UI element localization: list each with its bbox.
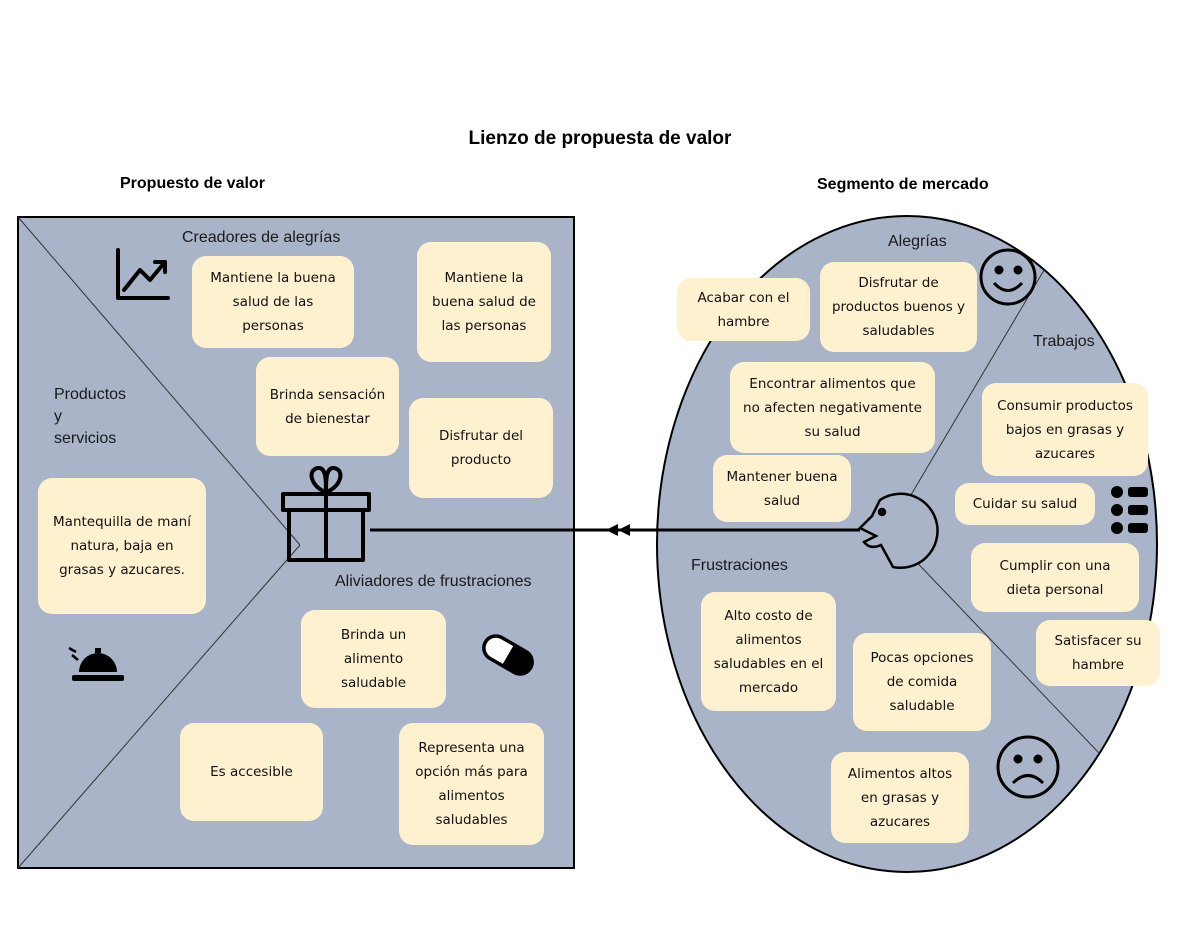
oval-divider-top: [904, 259, 1051, 506]
sticky-note: Satisfacer su hambre: [1036, 620, 1160, 686]
products-services-label: Productos y servicios: [54, 384, 126, 450]
sticky-note: Mantiene la buena salud de las personas: [192, 256, 354, 348]
sticky-note: Alto costo de alimentos saludables en el…: [701, 592, 836, 711]
value-proposition-heading: Propuesto de valor: [120, 175, 265, 192]
sticky-note: Alimentos altos en grasas y azucares: [831, 752, 969, 843]
list-icon: [1111, 486, 1148, 534]
pill-icon: [482, 634, 534, 676]
products-label-line-3: servicios: [54, 430, 117, 447]
gift-icon: [281, 466, 371, 562]
oval-divider-bottom: [904, 549, 1121, 776]
sticky-note: Disfrutar de productos buenos y saludabl…: [820, 262, 977, 352]
sticky-note: Pocas opciones de comida saludable: [853, 633, 991, 731]
sticky-note: Mantiene la buena salud de las personas: [417, 242, 551, 362]
jobs-label: Trabajos: [1033, 333, 1095, 350]
sticky-note: Brinda un alimento saludable: [301, 610, 446, 708]
pains-label: Frustraciones: [691, 557, 788, 574]
sticky-note: Es accesible: [180, 723, 323, 821]
sticky-note: Mantequilla de maní natura, baja en gras…: [38, 478, 206, 614]
products-label-line-2: y: [54, 408, 62, 425]
sticky-note: Cumplir con una dieta personal: [971, 543, 1139, 612]
connector-arrowhead-2: [618, 524, 630, 536]
sticky-note: Acabar con el hambre: [677, 278, 810, 341]
customer-head-icon: [857, 492, 939, 569]
sticky-note: Consumir productos bajos en grasas y azu…: [982, 383, 1148, 476]
sticky-note: Mantener buena salud: [713, 455, 851, 522]
service-bell-icon: [68, 646, 124, 681]
growth-chart-icon: [116, 248, 170, 300]
pain-relievers-label: Aliviadores de frustraciones: [335, 573, 532, 590]
products-label-line-1: Productos: [54, 386, 127, 403]
sticky-note: Representa una opción más para alimentos…: [399, 723, 544, 845]
square-diagonal-top: [17, 216, 301, 546]
sticky-note: Brinda sensación de bienestar: [256, 357, 399, 456]
connector-arrowhead: [606, 524, 618, 536]
sticky-note: Cuidar su salud: [955, 483, 1095, 525]
square-diagonal-bottom: [17, 544, 301, 869]
sad-face-icon: [996, 735, 1060, 799]
gains-label: Alegrías: [888, 233, 947, 250]
sticky-note: Encontrar alimentos que no afecten negat…: [730, 362, 935, 453]
canvas-title: Lienzo de propuesta de valor: [468, 128, 732, 149]
gain-creators-label: Creadores de alegrías: [182, 229, 341, 246]
sticky-note: Disfrutar del producto: [409, 398, 553, 498]
happy-face-icon: [979, 248, 1037, 306]
customer-segment-heading: Segmento de mercado: [817, 176, 989, 193]
